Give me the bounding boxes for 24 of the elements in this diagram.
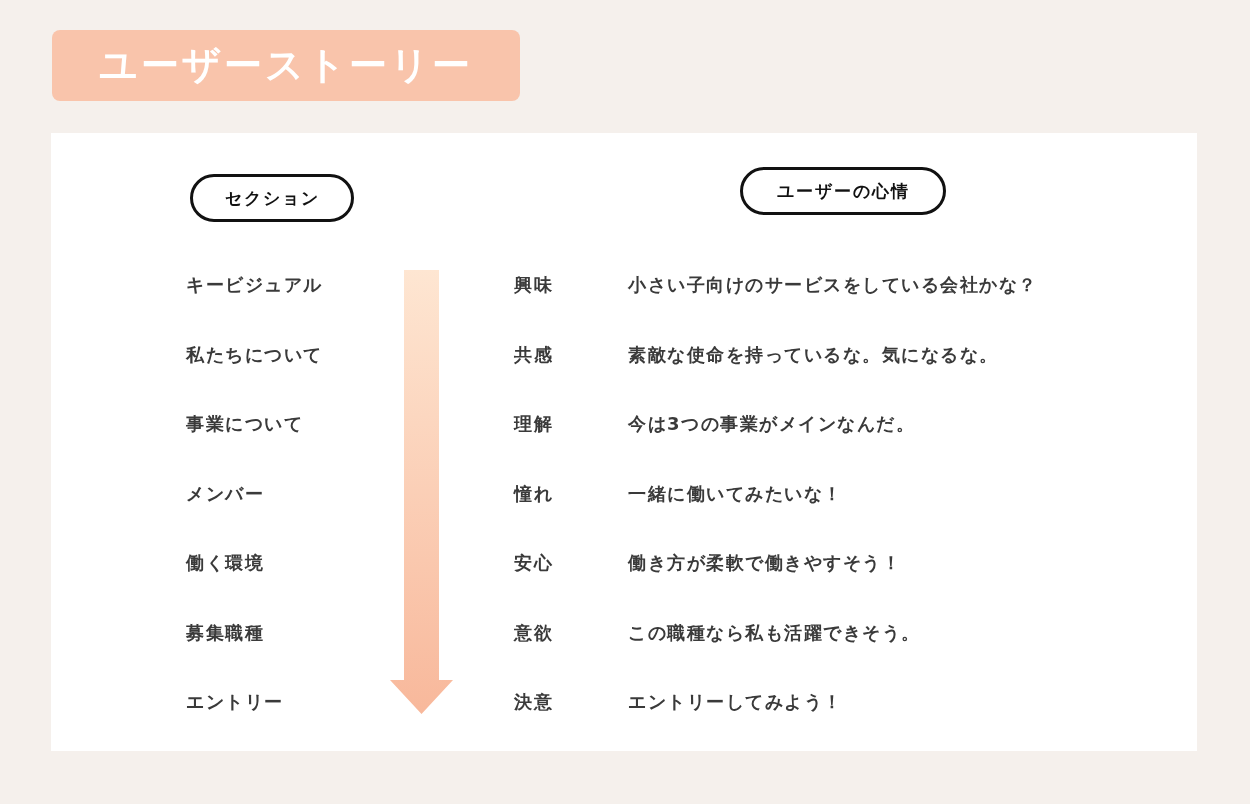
header-pill: セクション	[190, 174, 354, 222]
table-cell-text: 安心	[514, 551, 553, 575]
table-cell-text: 意欲	[514, 620, 553, 645]
table-cell-text: 事業について	[186, 412, 303, 436]
table-cell-text: エントリー	[186, 690, 284, 714]
table-cell-text: 理解	[514, 412, 553, 436]
table-cell-text: メンバー	[186, 481, 264, 506]
table-cell-text: 働く環境	[186, 551, 264, 575]
table-cell-text: 今は3つの事業がメインなんだ。	[628, 412, 916, 436]
table-cell-text: 共感	[514, 342, 553, 367]
table-cell-text: 憧れ	[514, 481, 553, 506]
table-cell-text: 決意	[514, 690, 553, 714]
table-cell-text: 小さい子向けのサービスをしている会社かな？	[628, 273, 1038, 297]
table-cell-text: 興味	[514, 273, 553, 297]
table-cell-text: 一緒に働いてみたいな！	[628, 481, 843, 506]
table-cell-text: この職種なら私も活躍できそう。	[628, 620, 921, 645]
table-cell-text: 働き方が柔軟で働きやすそう！	[628, 551, 901, 575]
title-banner: ユーザーストーリー	[52, 30, 520, 101]
header-pill: ユーザーの心情	[740, 167, 946, 215]
table-cell-text: キービジュアル	[186, 273, 323, 297]
table-cell-text: 素敵な使命を持っているな。気になるな。	[628, 342, 999, 367]
table-cell-text: 私たちについて	[186, 342, 323, 367]
table-cell-text: 募集職種	[186, 620, 264, 645]
table-cell-text: エントリーしてみよう！	[628, 690, 843, 714]
